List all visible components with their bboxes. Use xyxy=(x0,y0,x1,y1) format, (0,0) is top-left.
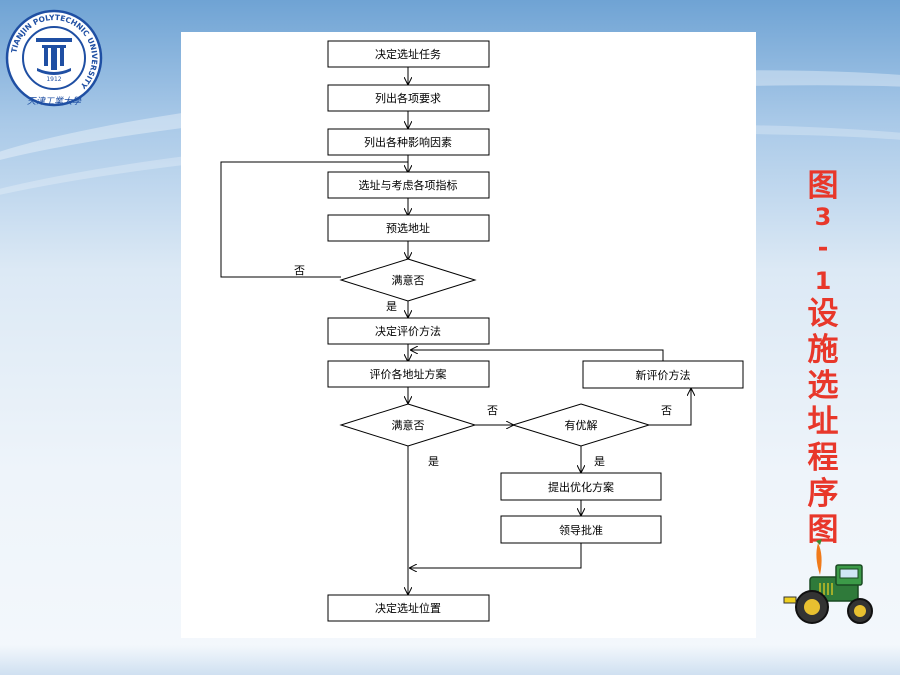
flow-node-n10: 领导批准 xyxy=(500,515,662,544)
svg-text:提出优化方案: 提出优化方案 xyxy=(548,480,614,494)
svg-text:满意否: 满意否 xyxy=(392,273,425,287)
edge-label-yes: 是 xyxy=(428,455,439,468)
title-char: 图 xyxy=(807,512,839,548)
title-char: 序 xyxy=(807,476,839,512)
svg-text:评价各地址方案: 评价各地址方案 xyxy=(370,367,447,381)
svg-text:选址与考虑各项指标: 选址与考虑各项指标 xyxy=(359,178,458,192)
svg-text:满意否: 满意否 xyxy=(392,418,425,432)
flow-node-n3: 列出各种影响因素 xyxy=(327,128,490,156)
flow-node-n11: 决定选址位置 xyxy=(327,594,490,622)
flow-decision-d2: 满意否 xyxy=(339,403,477,447)
flow-node-n9: 提出优化方案 xyxy=(500,472,662,501)
logo-year: 1912 xyxy=(46,76,61,83)
edge-label-yes: 是 xyxy=(386,300,397,313)
flow-node-n5: 预选地址 xyxy=(327,214,490,242)
title-char: 设 xyxy=(807,296,839,332)
edge-label-no: 否 xyxy=(661,404,672,417)
university-logo: TIANJIN POLYTECHNIC UNIVERSITY 1912 天津工業… xyxy=(5,9,103,107)
title-char: 1 xyxy=(814,267,832,295)
title-char: 程 xyxy=(807,440,839,476)
svg-text:决定选址任务: 决定选址任务 xyxy=(375,47,441,61)
flow-node-n2: 列出各项要求 xyxy=(327,84,490,112)
svg-text:领导批准: 领导批准 xyxy=(559,523,603,537)
svg-text:决定选址位置: 决定选址位置 xyxy=(375,601,441,615)
title-char: - xyxy=(817,233,829,263)
svg-text:新评价方法: 新评价方法 xyxy=(636,368,691,382)
tractor-icon xyxy=(783,539,873,624)
flow-node-n4: 选址与考虑各项指标 xyxy=(327,171,490,199)
svg-text:列出各种影响因素: 列出各种影响因素 xyxy=(364,135,452,149)
title-char: 3 xyxy=(814,203,832,231)
edge-label-no: 否 xyxy=(487,404,498,417)
slide-title-vertical: 图 3 - 1 设 施 选 址 程 序 图 xyxy=(800,168,846,548)
edge-label-no: 否 xyxy=(294,264,305,277)
flow-node-n1: 决定选址任务 xyxy=(327,40,490,68)
flow-decision-d3: 有优解 xyxy=(511,403,651,447)
svg-text:有优解: 有优解 xyxy=(565,418,598,432)
title-char: 址 xyxy=(807,404,839,440)
flowchart: 决定选址任务 列出各项要求 列出各种影响因素 选址与考虑各项指标 预选地址 满意… xyxy=(220,40,744,622)
background-bottom-band xyxy=(0,645,900,675)
logo-script-text: 天津工業大學 xyxy=(27,96,82,107)
title-char: 图 xyxy=(807,168,839,204)
edge-label-yes: 是 xyxy=(594,455,605,468)
flowchart-panel: 决定选址任务 列出各项要求 列出各种影响因素 选址与考虑各项指标 预选地址 满意… xyxy=(181,32,756,638)
title-char: 选 xyxy=(807,368,839,404)
svg-text:列出各项要求: 列出各项要求 xyxy=(375,91,441,105)
svg-text:决定评价方法: 决定评价方法 xyxy=(375,324,441,338)
flow-node-n7: 评价各地址方案 xyxy=(327,360,490,388)
flow-node-n8: 新评价方法 xyxy=(582,360,744,389)
title-char: 施 xyxy=(807,332,839,368)
flow-node-n6: 决定评价方法 xyxy=(327,317,490,345)
flow-decision-d1: 满意否 xyxy=(339,258,477,302)
svg-text:预选地址: 预选地址 xyxy=(386,221,430,235)
